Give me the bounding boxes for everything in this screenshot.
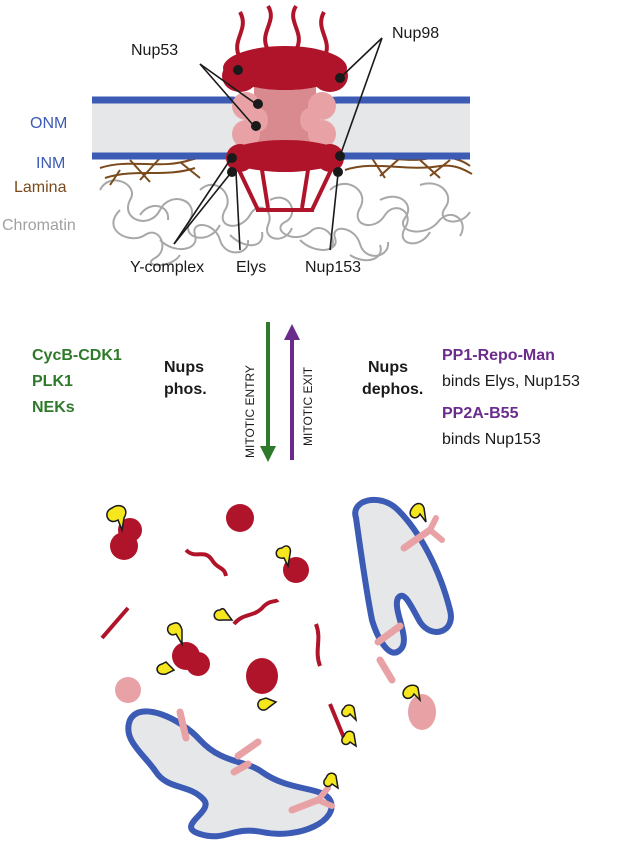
phosphatase-pp1-binds: binds Elys, Nup153: [442, 373, 580, 390]
mitotic-disassembled-state: [100, 497, 454, 840]
nuclear-basket: [236, 167, 334, 212]
svg-text:dephos.: dephos.: [362, 381, 423, 398]
label-nup98: Nup98: [392, 25, 439, 42]
svg-text:phos.: phos.: [164, 381, 207, 398]
label-chromatin: Chromatin: [2, 217, 76, 234]
leader-lines: [173, 37, 383, 251]
phosphatase-pp1-repo-man: PP1-Repo-Man: [442, 347, 555, 364]
nup-fragments: [100, 504, 436, 739]
label-y-complex: Y-complex: [130, 259, 204, 276]
svg-text:Nups: Nups: [368, 359, 408, 376]
label-lamina: Lamina: [14, 179, 67, 196]
label-elys: Elys: [236, 259, 266, 276]
label-inm: INM: [36, 155, 65, 172]
svg-text:Nups: Nups: [164, 359, 204, 376]
phosphatase-pp2a-b55: PP2A-B55: [442, 405, 519, 422]
label-nup153: Nup153: [305, 259, 361, 276]
kinase-plk1: PLK1: [32, 373, 73, 390]
kinase-neks: NEKs: [32, 399, 75, 416]
chromatin-scribble: [99, 179, 471, 267]
er-membrane-bottom: [125, 708, 335, 840]
cytoplasmic-ring: [222, 46, 348, 92]
label-mitotic-entry: MITOTIC ENTRY: [243, 365, 257, 458]
kinase-cycb-cdk1: CycB-CDK1: [32, 347, 122, 364]
phospho-groups: [106, 502, 427, 790]
nuclear-pore-complex: [92, 4, 473, 267]
phosphatase-pp2a-binds: binds Nup153: [442, 431, 541, 448]
label-mitotic-exit: MITOTIC EXIT: [301, 366, 315, 446]
nups-dephos-label: Nups dephos.: [362, 359, 423, 398]
mitotic-entry-arrowhead: [260, 446, 276, 462]
phosphatase-list: PP1-Repo-Man binds Elys, Nup153 PP2A-B55…: [442, 347, 580, 448]
label-onm: ONM: [30, 115, 67, 132]
mitotic-exit-arrowhead: [284, 324, 300, 340]
nups-phos-label: Nups phos.: [164, 359, 207, 398]
er-membrane-right: [352, 497, 454, 684]
nuclear-ring: [226, 140, 344, 172]
kinase-list: CycB-CDK1 PLK1 NEKs: [32, 347, 122, 416]
label-nup53: Nup53: [131, 42, 178, 59]
